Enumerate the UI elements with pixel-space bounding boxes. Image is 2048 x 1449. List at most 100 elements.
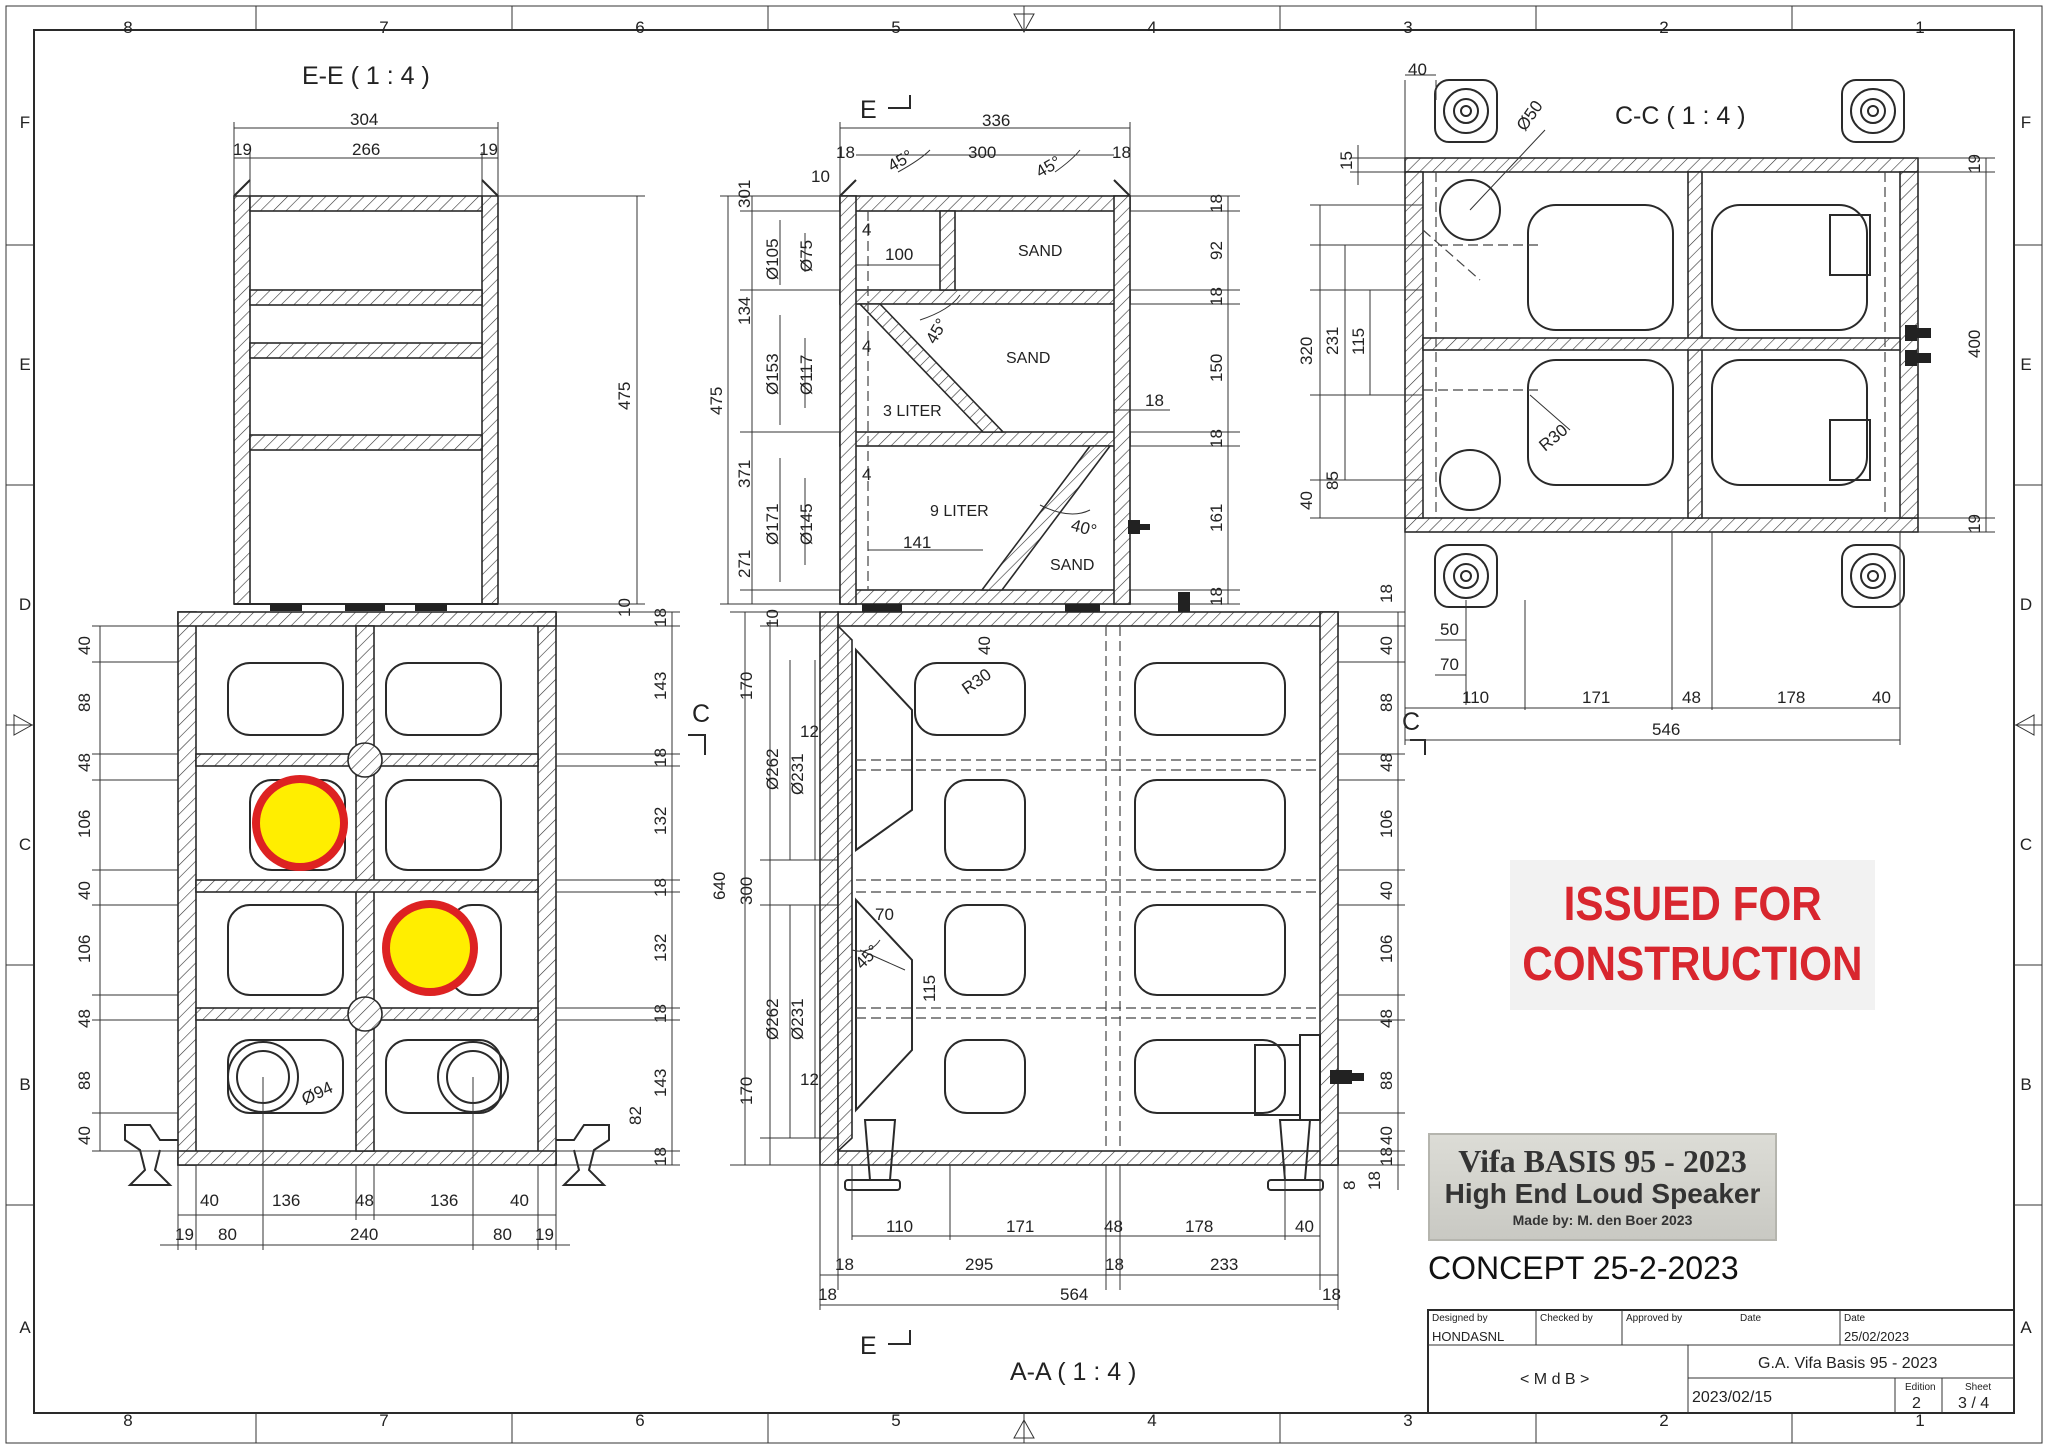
grid-col-7-top: 7	[379, 18, 388, 37]
dim-front-left-5: 40	[75, 881, 94, 900]
dim-front-bottom-19b: 19	[535, 1225, 554, 1244]
dim-aa-right-106a: 106	[1377, 810, 1396, 838]
dim-aa-right-48b: 48	[1377, 1009, 1396, 1028]
dim-front-right-3: 18	[651, 748, 670, 767]
dim-aa-170b: 170	[737, 1077, 756, 1105]
cut-label-c-right: C	[1402, 708, 1420, 736]
grid-col-3-bottom: 3	[1403, 1411, 1412, 1430]
grid-col-7-bottom: 7	[379, 1411, 388, 1430]
dim-side-right-18b: 18	[1207, 287, 1226, 306]
dim-aa-d231b: Ø231	[788, 998, 807, 1040]
tb-edition: 2	[1912, 1395, 1921, 1412]
dim-aa-r30: R30	[958, 665, 994, 698]
plate-line-3: Made by: M. den Boer 2023	[1512, 1212, 1693, 1228]
dim-side-angle-45c: 45°	[922, 315, 951, 347]
dim-aa-bottom-564: 564	[1060, 1285, 1088, 1304]
grid-col-1-bottom: 1	[1915, 1411, 1924, 1430]
name-plate: Vifa BASIS 95 - 2023 High End Loud Speak…	[1428, 1133, 1777, 1241]
dim-ee-475: 475	[615, 382, 634, 410]
dim-side-100: 100	[885, 245, 913, 264]
dim-aa-right-18a: 18	[1377, 584, 1396, 603]
dim-front-bottom-136b: 136	[430, 1191, 458, 1210]
dim-aa-d262b: Ø262	[763, 998, 782, 1040]
grid-row-e-right: E	[2020, 355, 2031, 374]
dim-front-bottom-80b: 80	[493, 1225, 512, 1244]
dim-side-right-18a: 18	[1207, 194, 1226, 213]
dim-aa-right-40b: 40	[1377, 881, 1396, 900]
stamp-line-2: CONSTRUCTION	[1522, 938, 1863, 991]
issued-stamp: ISSUED FOR CONSTRUCTION	[1510, 860, 1875, 1010]
view-side-section: E	[707, 95, 1240, 612]
dim-front-bottom-240: 240	[350, 1225, 378, 1244]
dim-aa-right-40a: 40	[1377, 636, 1396, 655]
sheet-border: 8 7 6 5 4 3 2 1 8 7 6 5 4 3 2 1 F E D C …	[5, 5, 2043, 1444]
dim-front-right-9: 18	[651, 1147, 670, 1166]
grid-col-8-top: 8	[123, 18, 132, 37]
dim-cc-546: 546	[1652, 720, 1680, 739]
tb-date-label-1: Date	[1740, 1313, 1762, 1324]
dim-ee-304: 304	[350, 110, 378, 129]
grid-col-3-top: 3	[1403, 18, 1412, 37]
tb-initials: < M d B >	[1520, 1371, 1589, 1388]
grid-col-5-top: 5	[891, 18, 900, 37]
dim-front-bottom-48: 48	[355, 1191, 374, 1210]
label-sand-bottom: SAND	[1050, 557, 1094, 574]
dim-side-d117: Ø117	[797, 355, 816, 395]
dim-side-right-92: 92	[1207, 241, 1226, 260]
dim-cc-bottom-110: 110	[1462, 688, 1489, 707]
dim-side-d153: Ø153	[763, 353, 782, 395]
dim-aa-40: 40	[975, 636, 994, 655]
grid-row-b-left: B	[19, 1075, 30, 1094]
label-sand-mid: SAND	[1006, 350, 1050, 367]
dim-side-301: 301	[735, 180, 754, 208]
dim-cc-320: 320	[1297, 337, 1316, 365]
dim-aa-foot-8: 8	[1340, 1181, 1359, 1190]
dim-cc-40: 40	[1297, 491, 1316, 510]
plate-line-1: Vifa BASIS 95 - 2023	[1458, 1143, 1747, 1179]
tb-date: 25/02/2023	[1844, 1329, 1909, 1344]
dim-side-4b: 4	[862, 337, 871, 356]
grid-col-4-top: 4	[1147, 18, 1156, 37]
dim-front-left-7: 48	[75, 1009, 94, 1028]
dim-aa-170a: 170	[737, 672, 756, 700]
tb-sheet-label: Sheet	[1965, 1382, 1991, 1393]
dim-cc-85: 85	[1323, 471, 1342, 490]
grid-col-2-top: 2	[1659, 18, 1668, 37]
view-title-cc: C-C ( 1 : 4 )	[1615, 102, 1746, 130]
grid-row-a-left: A	[19, 1318, 31, 1337]
dim-aa-bottom-18b: 18	[1105, 1255, 1124, 1274]
dim-aa-bottom-295: 295	[965, 1255, 993, 1274]
dim-front-left-6: 106	[75, 935, 94, 963]
dim-aa-bottom-18c: 18	[818, 1285, 837, 1304]
dim-aa-right-88b: 88	[1377, 1071, 1396, 1090]
marker-dot-right-fill	[390, 908, 470, 988]
dim-cc-bottom-48: 48	[1682, 688, 1701, 707]
dim-front-bottom-136a: 136	[272, 1191, 300, 1210]
dim-side-10: 10	[811, 167, 830, 186]
dim-cc-70: 70	[1440, 655, 1459, 674]
dim-cc-115: 115	[1349, 328, 1368, 355]
view-title-aa: A-A ( 1 : 4 )	[1010, 1358, 1136, 1386]
dim-front-left-8: 88	[75, 1071, 94, 1090]
dim-front-right-8: 143	[651, 1069, 670, 1097]
tb-designed-by: HONDASNL	[1432, 1329, 1504, 1344]
dim-side-angle-40: 40°	[1069, 516, 1099, 541]
dim-ee-10: 10	[615, 598, 634, 617]
dim-front-82: 82	[626, 1106, 645, 1125]
grid-row-b-right: B	[2020, 1075, 2031, 1094]
title-block: Designed by Checked by Approved by Date …	[1427, 1309, 2015, 1414]
dim-front-right-5: 18	[651, 878, 670, 897]
dim-side-4a: 4	[862, 220, 871, 239]
dim-front-left-1: 40	[75, 636, 94, 655]
dim-side-18-mid: 18	[1145, 391, 1164, 410]
grid-col-8-bottom: 8	[123, 1411, 132, 1430]
dim-side-right-18c: 18	[1207, 429, 1226, 448]
dim-side-angle-45b: 45°	[1033, 152, 1065, 181]
dim-aa-10: 10	[763, 609, 782, 628]
dim-aa-bottom-110: 110	[886, 1217, 913, 1236]
dim-aa-300: 300	[737, 877, 756, 905]
grid-col-4-bottom: 4	[1147, 1411, 1156, 1430]
dim-cc-50: 50	[1440, 620, 1459, 639]
grid-row-f-left: F	[20, 113, 30, 132]
